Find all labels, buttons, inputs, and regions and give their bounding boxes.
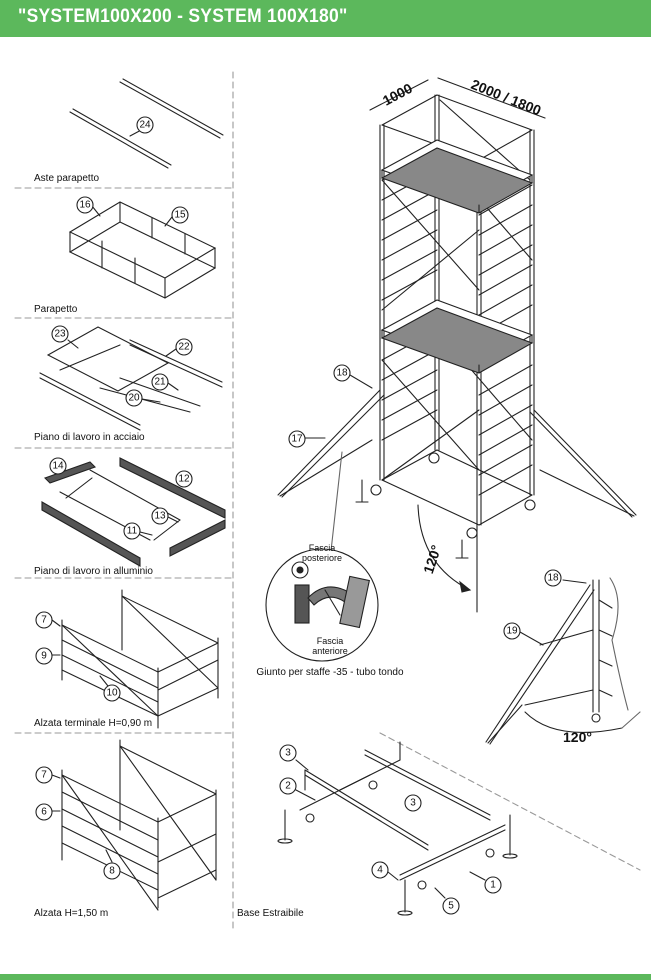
callout-6 — [35, 803, 53, 821]
svg-text:8: 8 — [109, 866, 115, 877]
svg-text:4: 4 — [377, 865, 383, 876]
svg-text:3: 3 — [285, 748, 291, 759]
header-banner: "SYSTEM100X200 - SYSTEM 100X180" — [0, 0, 651, 37]
svg-text:7: 7 — [41, 770, 47, 781]
callout-3b — [404, 794, 422, 812]
svg-text:3: 3 — [410, 798, 416, 809]
joint-detail: Fascia posteriore Fascia anteriore Giunt… — [256, 543, 404, 678]
svg-text:24: 24 — [139, 120, 151, 131]
label-parapetto: Parapetto — [34, 304, 78, 315]
tower-drawing: 1000 2000 / 1800 18 17 120° — [277, 76, 637, 613]
label-piano-alluminio: Piano di lavoro in alluminio — [34, 566, 153, 577]
callout-23 — [51, 325, 69, 343]
callout-4 — [371, 861, 389, 879]
alzata-terminale-drawing: 7 9 10 Alzata terminale H=0,90 m — [34, 589, 219, 729]
stabilizer-detail: 18 19 120° — [485, 569, 641, 745]
fascia-anteriore-line1: Fascia — [317, 636, 344, 646]
svg-text:18: 18 — [336, 368, 348, 379]
piano-acciaio-drawing: 23 22 21 20 Piano di lavoro in acciaio — [34, 325, 223, 443]
svg-text:13: 13 — [154, 511, 166, 522]
label-piano-acciaio: Piano di lavoro in acciaio — [34, 432, 145, 443]
tower-angle: 120° — [420, 543, 444, 575]
callout-13 — [151, 507, 169, 525]
svg-text:15: 15 — [174, 210, 186, 221]
dimension-width: 1000 — [380, 80, 415, 109]
callout-8 — [103, 862, 121, 880]
stabilizer-angle: 120° — [563, 729, 592, 745]
callout-3a — [279, 744, 297, 762]
callout-19 — [503, 622, 521, 640]
svg-text:10: 10 — [106, 688, 118, 699]
callout-7 — [35, 611, 53, 629]
svg-text:23: 23 — [54, 329, 66, 340]
callout-24 — [136, 116, 154, 134]
footer-bar — [0, 974, 651, 980]
svg-text:17: 17 — [291, 434, 303, 445]
svg-text:21: 21 — [154, 377, 166, 388]
callout-5 — [442, 897, 460, 915]
callout-2 — [279, 777, 297, 795]
svg-text:22: 22 — [178, 342, 190, 353]
svg-text:6: 6 — [41, 807, 47, 818]
base-estraibile-drawing: 3 2 3 4 5 1 Base Estraibile — [237, 741, 518, 919]
label-aste-parapetto: Aste parapetto — [34, 173, 99, 184]
label-alzata: Alzata H=1,50 m — [34, 908, 108, 919]
fascia-anteriore-line2: anteriore — [312, 646, 348, 656]
callout-10 — [103, 684, 121, 702]
alzata-drawing: 7 6 8 Alzata H=1,50 m — [34, 739, 217, 919]
assembly-drawing: 24 Aste parapetto 16 15 Parapetto 23 — [14, 71, 641, 931]
callout-16 — [76, 196, 94, 214]
callout-12 — [175, 470, 193, 488]
callout-18 — [333, 364, 351, 382]
svg-text:9: 9 — [41, 651, 47, 662]
callout-9 — [35, 647, 53, 665]
piano-alluminio-drawing: 14 12 13 11 Piano di lavoro in alluminio — [34, 457, 226, 577]
callout-11 — [123, 522, 141, 540]
page-title: "SYSTEM100X200 - SYSTEM 100X180" — [18, 6, 348, 27]
dimension-length: 2000 / 1800 — [469, 76, 544, 119]
svg-text:11: 11 — [127, 526, 138, 537]
svg-text:20: 20 — [128, 393, 140, 404]
svg-text:1: 1 — [490, 880, 496, 891]
svg-text:7: 7 — [41, 615, 47, 626]
callout-1 — [484, 876, 502, 894]
callout-21 — [151, 373, 169, 391]
svg-text:2: 2 — [285, 781, 291, 792]
parapetto-drawing: 16 15 Parapetto — [34, 196, 217, 315]
callout-20 — [125, 389, 143, 407]
fascia-posteriore-line1: Fascia — [309, 543, 336, 553]
fascia-posteriore-line2: posteriore — [302, 553, 342, 563]
callout-18b — [544, 569, 562, 587]
svg-text:19: 19 — [506, 626, 518, 637]
callout-17 — [288, 430, 306, 448]
layout-dividers — [14, 71, 641, 931]
svg-text:16: 16 — [79, 200, 91, 211]
svg-text:12: 12 — [178, 474, 190, 485]
joint-caption: Giunto per staffe -35 - tubo tondo — [256, 667, 404, 678]
callout-7b — [35, 766, 53, 784]
callout-15 — [171, 206, 189, 224]
label-base-estraibile: Base Estraibile — [237, 908, 304, 919]
callout-14 — [49, 457, 67, 475]
svg-text:5: 5 — [448, 901, 454, 912]
aste-parapetto-drawing: 24 Aste parapetto — [34, 78, 224, 184]
callout-22 — [175, 338, 193, 356]
svg-text:18: 18 — [547, 573, 559, 584]
label-alzata-terminale: Alzata terminale H=0,90 m — [34, 718, 152, 729]
svg-text:14: 14 — [52, 461, 64, 472]
